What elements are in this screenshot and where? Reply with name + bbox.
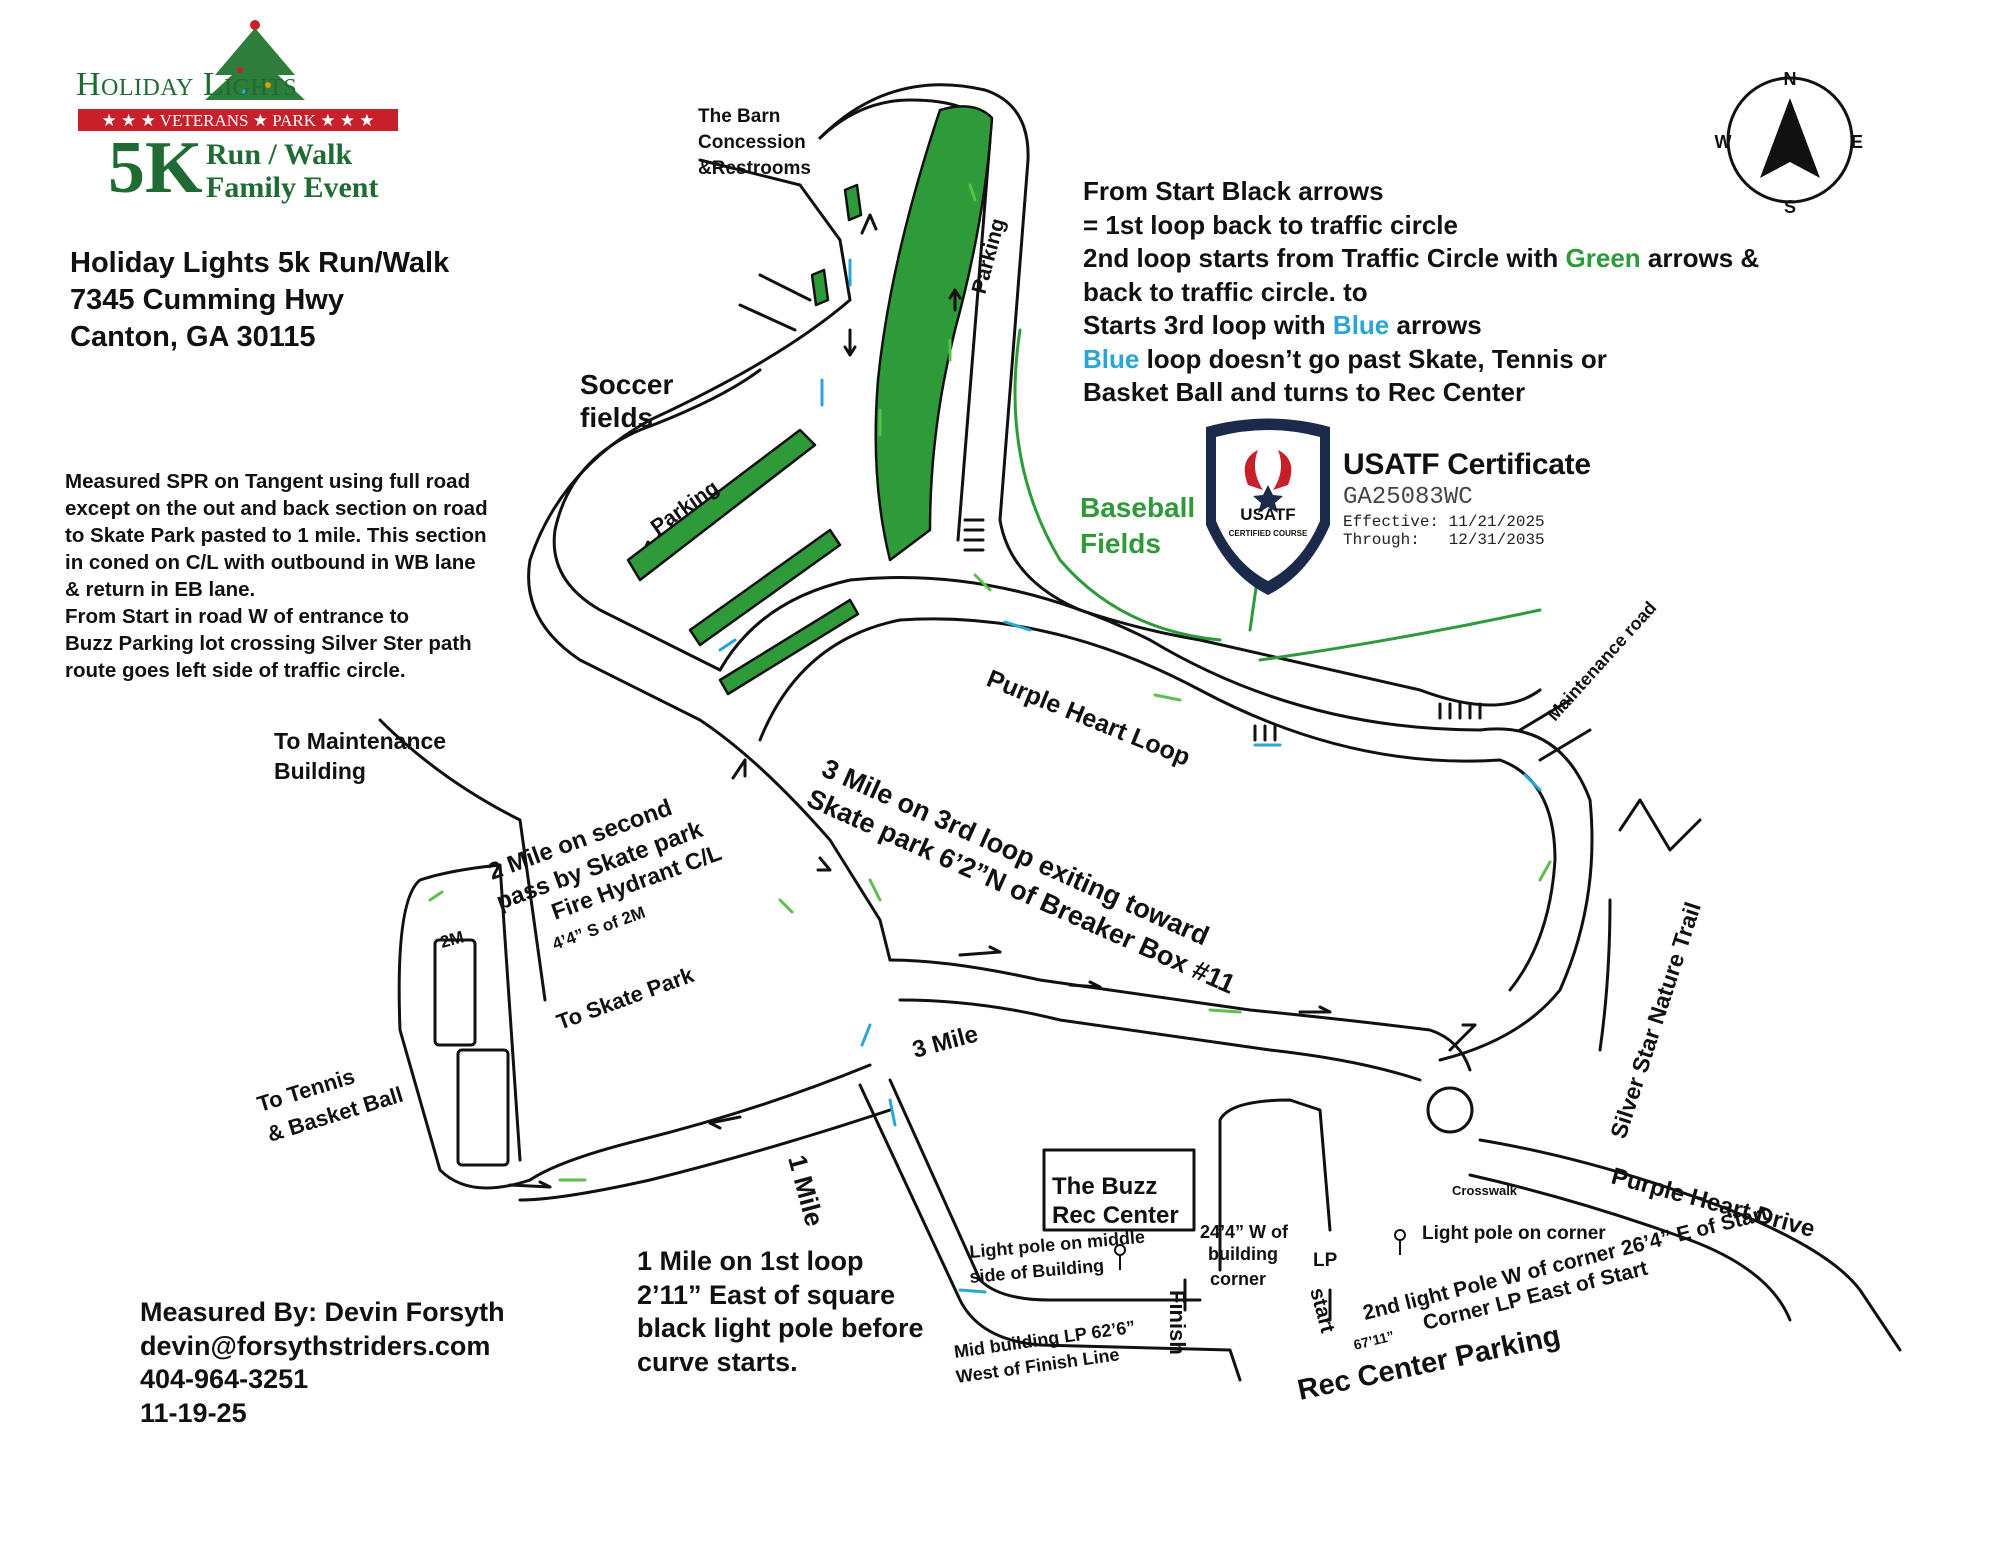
tennis-road	[397, 863, 872, 1190]
logo-5k: 5K	[108, 127, 203, 209]
north-arrow-icon	[1760, 98, 1820, 178]
crosswalk-label: Crosswalk	[1452, 1183, 1518, 1198]
measurement-notes: Measured SPR on Tangent using full road …	[65, 468, 488, 684]
logo-banner: ★ ★ ★ VETERANS ★ PARK ★ ★ ★	[101, 111, 375, 130]
legend-blue-word-2: Blue	[1083, 343, 1140, 374]
central-green-island	[874, 105, 994, 562]
twentyfour-label-3: corner	[1210, 1269, 1266, 1289]
note-line: except on the out and back section on ro…	[65, 497, 488, 520]
legend-line-4: back to traffic circle. to	[1083, 276, 1368, 307]
legend-line-6: Blue loop doesn’t go past Skate, Tennis …	[1083, 343, 1607, 374]
purple-heart-loop-label: Purple Heart Loop	[983, 665, 1194, 772]
twentyfour-label-1: 24’4” W of	[1200, 1222, 1289, 1242]
start-label: start	[1305, 1285, 1339, 1335]
compass	[1726, 76, 1854, 204]
christmas-tree-icon	[205, 20, 305, 100]
address-line-3: Canton, GA 30115	[70, 321, 316, 353]
light-pole-corner-label: Light pole on corner	[1422, 1223, 1606, 1244]
note-line: Buzz Parking lot crossing Silver Ster pa…	[65, 632, 472, 655]
legend-blue-word: Blue	[1332, 310, 1390, 340]
certificate-title: USATF Certificate	[1343, 448, 1591, 481]
one-mile-label: 1 Mile	[782, 1152, 830, 1230]
note-line: in coned on C/L with outbound in WB lane	[65, 551, 476, 574]
legend-line-1: From Start Black arrows	[1083, 176, 1384, 206]
logo-title: Holiday Lights	[76, 66, 298, 103]
route-legend: From Start Black arrows = 1st loop back …	[1083, 175, 1759, 410]
compass-w: W	[1715, 132, 1732, 152]
measured-by-phone: 404-964-3251	[140, 1364, 309, 1394]
measured-by-date: 11-19-25	[140, 1397, 247, 1428]
sixty-seven-label: 67’11”	[1352, 1327, 1396, 1353]
legend-line-2: = 1st loop back to traffic circle	[1083, 209, 1458, 240]
baseball-fields-label: Baseball Fields	[1080, 492, 1196, 559]
certificate-code: GA25083WC	[1343, 484, 1473, 511]
west-road	[527, 158, 892, 962]
north-loop-road	[818, 83, 1542, 707]
parking-island-1	[626, 428, 817, 582]
three-mile-note-2: Skate park 6’2”N of Breaker Box #11	[803, 783, 1240, 1000]
skate-box-1	[433, 938, 477, 1047]
legend-line-5: Starts 3rd loop with Blue arrows	[1083, 310, 1482, 340]
logo-family-event: Family Event	[206, 171, 379, 204]
green-arrows	[428, 183, 1552, 1182]
compass-ring	[1726, 76, 1854, 204]
compass-n: N	[1784, 69, 1797, 89]
address-line-1: Holiday Lights 5k Run/Walk	[70, 247, 450, 279]
effective-value: 11/21/2025	[1448, 513, 1545, 531]
barn-label: The Barn Concession &Restrooms	[698, 106, 811, 179]
effective-label: Effective:	[1343, 513, 1440, 531]
mile-one-note: 1 Mile on 1st loop 2’11” East of square …	[637, 1246, 924, 1377]
purple-heart-drive	[1478, 1138, 1902, 1352]
through-label: Through:	[1343, 531, 1420, 549]
two-m-label: 2M	[438, 927, 466, 951]
buzz-building	[1042, 1148, 1196, 1232]
usatf-shield-icon	[1206, 418, 1330, 595]
skate-box-2	[456, 1048, 510, 1167]
logo-run-walk: Run / Walk	[206, 138, 353, 171]
legend-line-7: Basket Ball and turns to Rec Center	[1083, 377, 1526, 407]
measured-by-name: Measured By: Devin Forsyth	[140, 1297, 505, 1327]
note-line: & return in EB lane.	[65, 578, 256, 601]
to-skate-label: To Skate Park	[553, 962, 697, 1035]
buzz-rec-center-label: The Buzz Rec Center	[1052, 1173, 1179, 1229]
legend-green-word: Green	[1565, 243, 1641, 273]
legend-line-3: 2nd loop starts from Traffic Circle with…	[1083, 243, 1760, 273]
parking-island-3	[718, 598, 860, 696]
compass-s: S	[1784, 197, 1796, 217]
through-value: 12/31/2035	[1448, 531, 1545, 549]
silver-star-label: Silver Star Nature Trail	[1605, 899, 1706, 1142]
note-line: route goes left side of traffic circle.	[65, 659, 406, 682]
to-maintenance-label: To Maintenance Building	[274, 728, 447, 784]
shield-badge-text: USATF	[1240, 505, 1295, 524]
logo-banner-bg	[78, 109, 398, 131]
address-block: Holiday Lights 5k Run/Walk 7345 Cumming …	[70, 245, 449, 356]
blue-arrows	[718, 258, 1542, 1294]
measured-by-block: Measured By: Devin Forsyth devin@forsyth…	[140, 1296, 505, 1430]
measured-by-email: devin@forsythstriders.com	[140, 1330, 491, 1361]
second-pole-label: 2nd light Pole W of corner 26’4” E of St…	[1361, 1202, 1771, 1325]
traffic-circle	[1426, 1086, 1474, 1134]
shield-badge-subtext: CERTIFIED COURSE	[1229, 529, 1308, 538]
purple-heart-loop	[718, 576, 1594, 1062]
note-line: Measured SPR on Tangent using full road	[65, 470, 471, 493]
parking-island-2	[688, 528, 842, 647]
soccer-fields-label: Soccer fields	[580, 369, 674, 433]
black-arrows	[508, 213, 1477, 1189]
lp-label: LP	[1313, 1250, 1338, 1271]
three-mile-label: 3 Mile	[910, 1020, 981, 1063]
certificate-block: USATF Certificate GA25083WC Effective: 1…	[1343, 448, 1591, 549]
skate-road	[888, 958, 1472, 1072]
compass-e: E	[1851, 132, 1863, 152]
finish-label: Finish	[1165, 1290, 1190, 1355]
address-line-2: 7345 Cumming Hwy	[70, 284, 344, 316]
maintenance-road-label: Maintenance road	[1543, 598, 1660, 725]
note-line: From Start in road W of entrance to	[65, 605, 409, 628]
twentyfour-label-2: building	[1208, 1244, 1278, 1264]
three-mile-note-1: 3 Mile on 3rd loop exiting toward	[818, 753, 1214, 951]
note-line: to Skate Park pasted to 1 mile. This sec…	[65, 524, 487, 547]
